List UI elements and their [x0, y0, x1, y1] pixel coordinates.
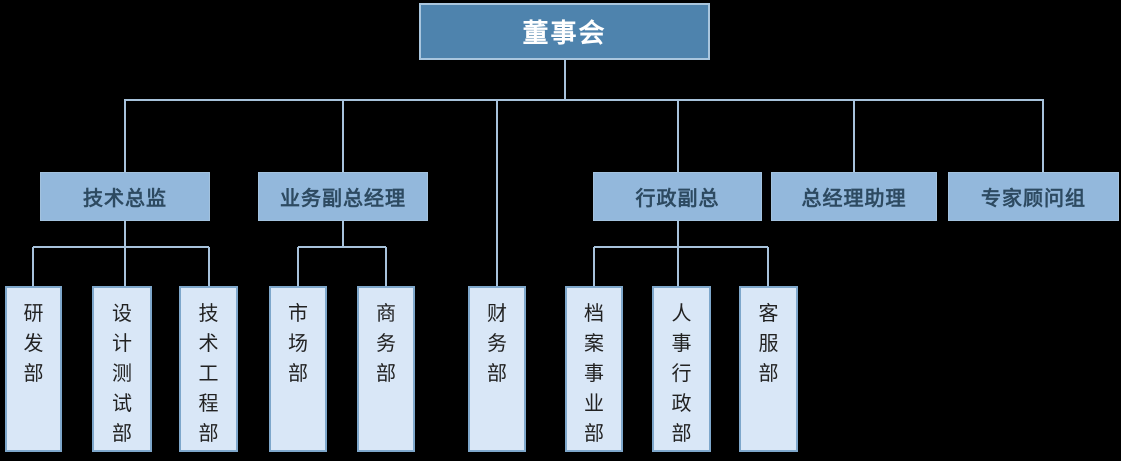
- node-business-deputy-gm[interactable]: 业务副总经理: [258, 172, 428, 221]
- node-hr-admin-dept-label: 人事行政部: [671, 303, 692, 445]
- node-tech-engineering-dept[interactable]: 技术工程部: [179, 286, 238, 452]
- node-archives-dept-label: 档案事业部: [584, 303, 604, 445]
- node-marketing-dept[interactable]: 市场部: [269, 286, 327, 452]
- node-rd-dept[interactable]: 研发部: [5, 286, 62, 452]
- node-board-label: 董事会: [522, 18, 607, 48]
- node-design-test-dept[interactable]: 设计测试部: [92, 286, 152, 452]
- node-admin-deputy[interactable]: 行政副总: [593, 172, 762, 221]
- node-customer-service-dept-label: 客服部: [758, 303, 779, 385]
- node-gm-assistant-label: 总经理助理: [801, 188, 907, 210]
- node-admin-deputy-label: 行政副总: [635, 188, 720, 210]
- node-finance-dept[interactable]: 财务部: [468, 286, 526, 452]
- node-customer-service-dept[interactable]: 客服部: [739, 286, 798, 452]
- node-tech-director-label: 技术总监: [83, 188, 167, 210]
- node-tech-director[interactable]: 技术总监: [40, 172, 210, 221]
- node-expert-advisors[interactable]: 专家顾问组: [948, 172, 1119, 221]
- node-archives-dept[interactable]: 档案事业部: [565, 286, 623, 452]
- node-business-deputy-gm-label: 业务副总经理: [280, 188, 406, 210]
- node-design-test-dept-label: 设计测试部: [112, 303, 132, 445]
- node-tech-engineering-dept-label: 技术工程部: [198, 303, 219, 445]
- node-board[interactable]: 董事会: [419, 3, 710, 60]
- node-finance-dept-label: 财务部: [487, 303, 507, 385]
- node-hr-admin-dept[interactable]: 人事行政部: [652, 286, 711, 452]
- connectors: [32, 60, 1044, 286]
- node-rd-dept-label: 研发部: [23, 303, 44, 385]
- node-commerce-dept[interactable]: 商务部: [357, 286, 415, 452]
- node-commerce-dept-label: 商务部: [376, 303, 396, 385]
- node-marketing-dept-label: 市场部: [288, 303, 308, 385]
- node-expert-advisors-label: 专家顾问组: [981, 188, 1086, 210]
- node-gm-assistant[interactable]: 总经理助理: [771, 172, 937, 221]
